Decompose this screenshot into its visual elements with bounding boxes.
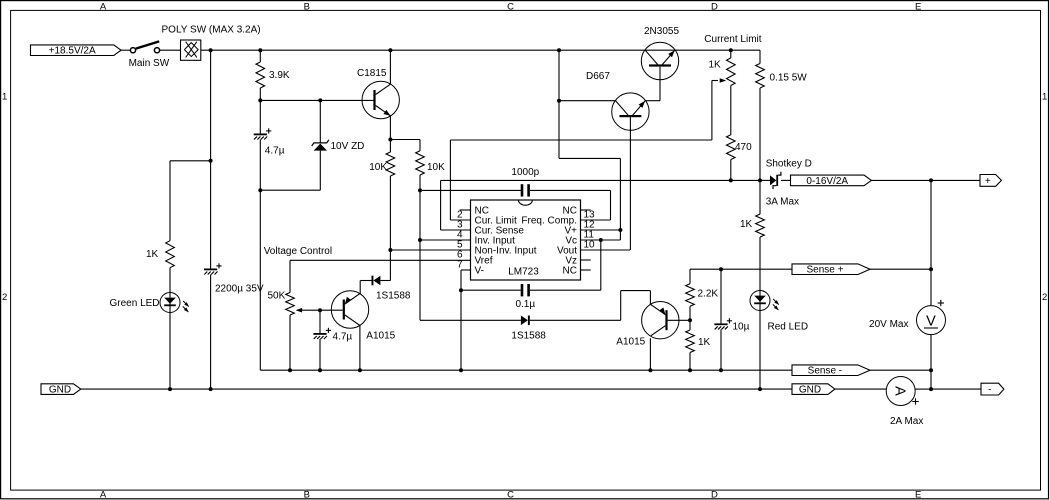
svg-text:Cur. Limit: Cur. Limit: [475, 215, 517, 226]
svg-text:1K: 1K: [698, 337, 711, 348]
svg-text:3A Max: 3A Max: [766, 197, 799, 208]
svg-text:C: C: [507, 489, 514, 500]
svg-text:1000p: 1000p: [511, 167, 539, 178]
svg-text:2.2K: 2.2K: [698, 289, 719, 300]
svg-text:470: 470: [735, 142, 752, 153]
svg-text:GND: GND: [49, 385, 71, 396]
svg-text:0.15 5W: 0.15 5W: [770, 73, 808, 84]
svg-text:NC: NC: [563, 205, 577, 216]
svg-text:E: E: [915, 489, 921, 500]
svg-text:A: A: [100, 489, 107, 500]
svg-text:LM723: LM723: [508, 267, 539, 278]
svg-text:NC: NC: [475, 205, 489, 216]
svg-text:GND: GND: [799, 385, 821, 396]
svg-text:13: 13: [584, 209, 596, 220]
svg-text:7: 7: [457, 259, 463, 270]
svg-text:Vout: Vout: [557, 245, 577, 256]
svg-text:2: 2: [457, 209, 463, 220]
svg-text:2: 2: [2, 292, 7, 303]
svg-text:-: -: [988, 385, 991, 396]
svg-text:1S1588: 1S1588: [376, 290, 411, 301]
svg-text:V+: V+: [564, 225, 577, 236]
svg-text:Non-Inv. Input: Non-Inv. Input: [475, 245, 537, 256]
svg-text:50K: 50K: [268, 291, 286, 302]
svg-text:20V Max: 20V Max: [869, 319, 908, 330]
svg-text:10K: 10K: [369, 162, 387, 173]
svg-text:A: A: [100, 1, 107, 12]
svg-text:2N3055: 2N3055: [644, 26, 679, 37]
svg-text:Vc: Vc: [565, 235, 577, 246]
svg-text:V-: V-: [475, 265, 484, 276]
svg-text:POLY SW (MAX 3.2A): POLY SW (MAX 3.2A): [162, 25, 261, 36]
svg-text:Shotkey D: Shotkey D: [766, 159, 812, 170]
svg-text:A: A: [892, 386, 908, 396]
svg-text:1K: 1K: [709, 60, 722, 71]
svg-text:6: 6: [457, 249, 463, 260]
svg-text:Freq. Comp.: Freq. Comp.: [521, 215, 577, 226]
svg-text:B: B: [304, 489, 310, 500]
svg-text:12: 12: [584, 219, 596, 230]
svg-text:2: 2: [1042, 292, 1047, 303]
svg-text:5: 5: [457, 239, 463, 250]
svg-text:D: D: [711, 1, 718, 12]
svg-text:10V ZD: 10V ZD: [331, 141, 365, 152]
svg-text:B: B: [304, 1, 310, 12]
svg-text:4.7µ: 4.7µ: [265, 146, 285, 157]
svg-text:1S1588: 1S1588: [511, 330, 546, 341]
svg-text:Inv. Input: Inv. Input: [475, 235, 516, 246]
svg-text:Current Limit: Current Limit: [704, 34, 761, 45]
svg-text:4.7µ: 4.7µ: [333, 332, 353, 343]
svg-text:1: 1: [2, 92, 7, 103]
svg-text:D: D: [711, 489, 718, 500]
svg-text:0.1µ: 0.1µ: [515, 299, 535, 310]
svg-text:Cur. Sense: Cur. Sense: [475, 225, 525, 236]
svg-text:2A Max: 2A Max: [890, 416, 923, 427]
svg-text:V: V: [926, 314, 936, 330]
svg-text:2200µ 35V: 2200µ 35V: [215, 284, 264, 295]
svg-text:1K: 1K: [740, 219, 753, 230]
svg-text:C1815: C1815: [357, 68, 387, 79]
svg-text:NC: NC: [563, 265, 577, 276]
svg-text:1K: 1K: [146, 249, 159, 260]
svg-text:Vz: Vz: [565, 255, 577, 266]
svg-text:Main SW: Main SW: [129, 58, 170, 69]
svg-text:3.9K: 3.9K: [269, 70, 290, 81]
svg-text:3: 3: [457, 219, 463, 230]
svg-text:E: E: [915, 1, 921, 12]
svg-text:Sense +: Sense +: [807, 265, 844, 276]
svg-text:+18.5V/2A: +18.5V/2A: [49, 46, 96, 57]
svg-text:Red LED: Red LED: [768, 321, 809, 332]
svg-text:1: 1: [1042, 92, 1047, 103]
svg-text:Voltage Control: Voltage Control: [264, 246, 332, 257]
svg-text:4: 4: [457, 229, 463, 240]
svg-text:11: 11: [584, 229, 595, 240]
svg-text:10K: 10K: [427, 162, 445, 173]
svg-text:D667: D667: [586, 71, 610, 82]
svg-text:10µ: 10µ: [733, 321, 750, 332]
svg-text:A1015: A1015: [366, 331, 395, 342]
svg-text:Sense -: Sense -: [808, 366, 842, 377]
svg-text:Vref: Vref: [475, 255, 493, 266]
svg-text:Green LED: Green LED: [110, 298, 160, 309]
svg-text:A1015: A1015: [616, 337, 645, 348]
svg-text:10: 10: [584, 239, 596, 250]
svg-text:0-16V/2A: 0-16V/2A: [806, 176, 848, 187]
svg-text:+: +: [985, 176, 991, 187]
svg-text:C: C: [507, 1, 514, 12]
